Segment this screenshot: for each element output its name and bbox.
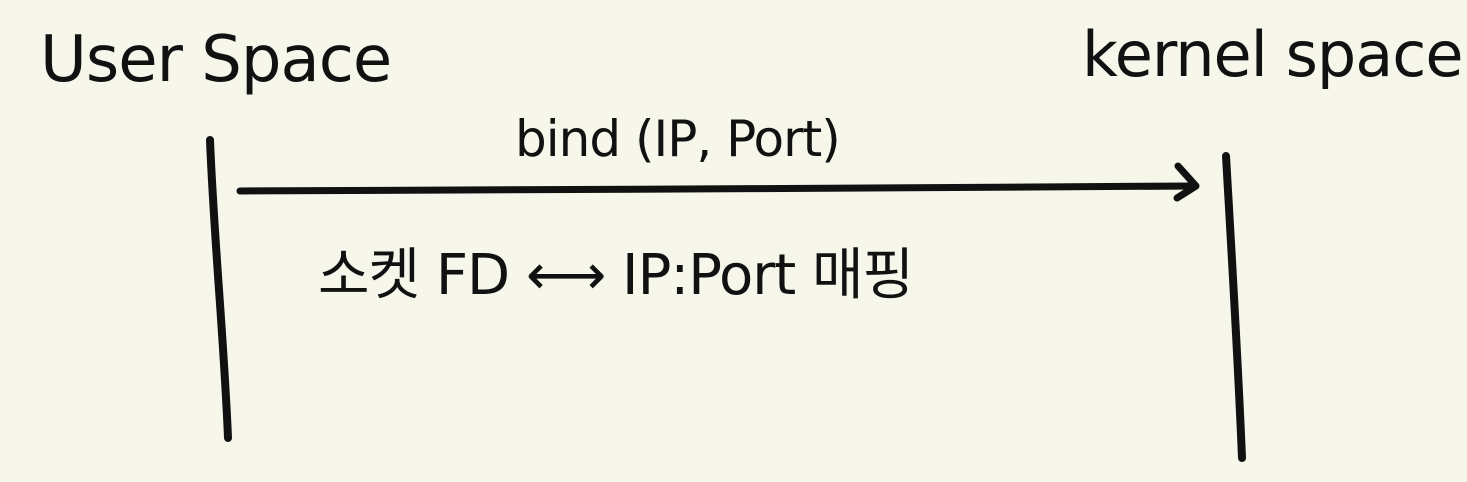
user-space-lifeline: [206, 136, 232, 442]
bind-message-arrowhead: [1173, 162, 1200, 202]
user-space-title: User Space: [40, 23, 392, 97]
socket-mapping-note: 소켓 FD ⟷ IP:Port 매핑: [318, 243, 914, 308]
kernel-space-lifeline: [1222, 152, 1246, 462]
kernel-space-title: kernel space: [1082, 18, 1463, 91]
bind-message-label: bind (IP, Port): [515, 110, 841, 168]
bind-message-line: [236, 182, 1199, 195]
